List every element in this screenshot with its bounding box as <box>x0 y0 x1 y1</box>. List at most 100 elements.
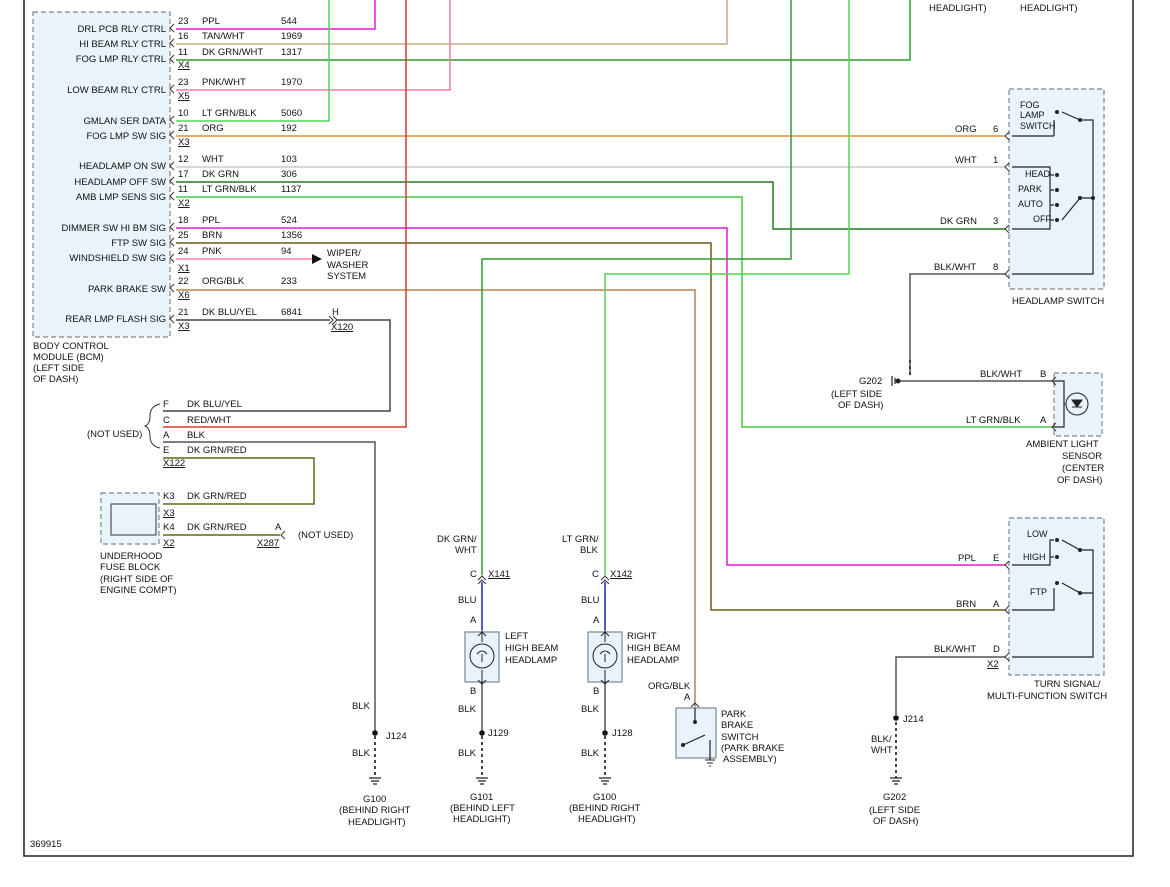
svg-text:WIPER/: WIPER/ <box>327 248 361 259</box>
wire-lt-grn-blk-right-hb <box>604 0 850 575</box>
svg-text:X6: X6 <box>178 290 190 301</box>
svg-text:E: E <box>993 553 999 564</box>
svg-text:A: A <box>684 692 691 703</box>
svg-text:1356: 1356 <box>281 230 302 241</box>
svg-text:X287: X287 <box>257 538 279 549</box>
svg-text:PPL: PPL <box>202 16 220 27</box>
ground-g101: G101 (BEHIND LEFT HEADLIGHT) <box>450 777 515 825</box>
svg-text:H: H <box>332 307 339 318</box>
bcm-pin-chevrons <box>169 23 175 324</box>
svg-text:BLK: BLK <box>581 748 600 759</box>
svg-text:LAMP: LAMP <box>1020 110 1045 120</box>
svg-text:C: C <box>470 569 477 580</box>
svg-text:SWITCH: SWITCH <box>1020 121 1056 131</box>
svg-text:E: E <box>163 445 169 456</box>
svg-text:5060: 5060 <box>281 108 302 119</box>
svg-text:HEADLAMP ON SW: HEADLAMP ON SW <box>79 161 166 172</box>
headlamp-switch-positions: HEAD PARK AUTO OFF <box>1018 169 1051 224</box>
svg-text:X3: X3 <box>163 508 175 519</box>
svg-text:(BEHIND RIGHT: (BEHIND RIGHT <box>339 805 410 816</box>
svg-text:X2: X2 <box>987 659 999 670</box>
svg-text:BLK: BLK <box>458 748 477 759</box>
fuse-block-inner <box>110 503 157 536</box>
svg-text:X142: X142 <box>610 569 632 580</box>
svg-text:HEADLIGHT): HEADLIGHT) <box>348 817 406 828</box>
svg-text:LT GRN/BLK: LT GRN/BLK <box>202 108 257 119</box>
svg-text:PPL: PPL <box>958 553 976 564</box>
svg-text:3: 3 <box>993 216 998 227</box>
svg-text:(LEFT SIDE: (LEFT SIDE <box>831 389 882 400</box>
bcm-row-rear-lmp: REAR LMP FLASH SIG 21 DK BLU/YEL 6841 X3 <box>65 307 302 332</box>
svg-text:8: 8 <box>993 262 998 273</box>
ground-g100-left: BLK J124 BLK G100 (BEHIND RIGHT HEADLIGH… <box>339 701 410 828</box>
svg-text:A: A <box>993 599 1000 610</box>
svg-text:23: 23 <box>178 77 189 88</box>
svg-text:PARK: PARK <box>721 709 747 720</box>
svg-text:94: 94 <box>281 246 292 257</box>
svg-text:J214: J214 <box>903 714 924 725</box>
svg-text:BLK/WHT: BLK/WHT <box>934 262 976 273</box>
right-high-beam-headlamp: LT GRN/ BLK C X142 BLU A RIGHT HIGH BEAM… <box>562 534 680 759</box>
turn-switch-contacts <box>1055 538 1082 595</box>
svg-text:HEADLAMP: HEADLAMP <box>627 655 679 666</box>
svg-text:BLK: BLK <box>187 430 206 441</box>
svg-text:(LEFT SIDE: (LEFT SIDE <box>869 805 920 816</box>
svg-text:SWITCH: SWITCH <box>721 732 759 743</box>
headlamp-switch-internals <box>1012 111 1094 275</box>
bcm-row-park-brake: PARK BRAKE SW 22 ORG/BLK 233 X6 <box>88 276 297 301</box>
svg-text:HIGH BEAM: HIGH BEAM <box>505 643 558 654</box>
svg-text:(PARK BRAKE: (PARK BRAKE <box>721 743 784 754</box>
wire-red-wht <box>163 0 407 428</box>
svg-text:MODULE (BCM): MODULE (BCM) <box>33 352 104 363</box>
g202-top-ground: G202 (LEFT SIDE OF DASH) <box>831 376 901 411</box>
svg-text:X3: X3 <box>178 321 190 332</box>
svg-text:X2: X2 <box>163 538 175 549</box>
svg-text:X2: X2 <box>178 198 190 209</box>
wire-lt-grn-blk-5060 <box>176 0 330 122</box>
svg-text:DK GRN/RED: DK GRN/RED <box>187 522 247 533</box>
left-high-beam-headlamp: DK GRN/ WHT C X141 BLU A LEFT HIGH BEAM … <box>437 534 558 759</box>
svg-text:OF DASH): OF DASH) <box>873 816 918 827</box>
svg-text:HI BEAM RLY CTRL: HI BEAM RLY CTRL <box>79 39 166 50</box>
svg-text:192: 192 <box>281 123 297 134</box>
turn-switch-positions: LOW HIGH FTP <box>1023 529 1048 597</box>
svg-text:TURN SIGNAL/: TURN SIGNAL/ <box>1034 679 1101 690</box>
svg-text:LEFT: LEFT <box>505 631 528 642</box>
wire-blk-wht-turn <box>895 656 1006 715</box>
headlamp-switch-contacts <box>1055 110 1095 222</box>
svg-text:K4: K4 <box>163 522 175 533</box>
svg-text:B: B <box>1040 369 1046 380</box>
svg-text:A: A <box>163 430 170 441</box>
wiper-arrow-icon <box>312 254 322 264</box>
svg-text:X141: X141 <box>488 569 510 580</box>
svg-text:A: A <box>275 522 282 533</box>
svg-text:BRAKE: BRAKE <box>721 720 753 731</box>
bcm-row-amb-sens: AMB LMP SENS SIG 11 LT GRN/BLK 1137 X2 <box>76 184 302 209</box>
bcm-row-low-beam: LOW BEAM RLY CTRL 23 PNK/WHT 1970 X5 <box>67 77 302 102</box>
svg-text:21: 21 <box>178 307 189 318</box>
svg-text:(RIGHT SIDE OF: (RIGHT SIDE OF <box>100 574 173 585</box>
svg-text:17: 17 <box>178 169 189 180</box>
bcm-row-gmlan: GMLAN SER DATA 10 LT GRN/BLK 5060 <box>83 108 302 127</box>
svg-text:BLK: BLK <box>352 748 371 759</box>
x122-connector: (NOT USED) F DK BLU/YEL C RED/WHT A BLK … <box>87 399 247 469</box>
ground-leads <box>374 360 911 778</box>
svg-text:X3: X3 <box>178 137 190 148</box>
svg-text:BLK/WHT: BLK/WHT <box>934 644 976 655</box>
svg-text:DK GRN: DK GRN <box>202 169 239 180</box>
svg-text:WINDSHIELD SW SIG: WINDSHIELD SW SIG <box>69 253 166 264</box>
svg-text:233: 233 <box>281 276 297 287</box>
svg-text:PNK: PNK <box>202 246 222 257</box>
svg-text:BLK: BLK <box>458 704 477 715</box>
svg-text:BLU: BLU <box>458 595 477 606</box>
svg-text:B: B <box>593 686 599 697</box>
svg-text:HEADLIGHT): HEADLIGHT) <box>453 814 511 825</box>
svg-text:BLU: BLU <box>581 595 600 606</box>
svg-text:BLK/WHT: BLK/WHT <box>980 369 1022 380</box>
bcm-row-dimmer: DIMMER SW HI BM SIG 18 PPL 524 <box>62 215 297 234</box>
svg-text:12: 12 <box>178 154 189 165</box>
bcm-row-windshield: WINDSHIELD SW SIG 24 PNK 94 X1 <box>69 246 291 274</box>
svg-text:ORG: ORG <box>202 123 224 134</box>
svg-text:HIGH BEAM: HIGH BEAM <box>627 643 680 654</box>
